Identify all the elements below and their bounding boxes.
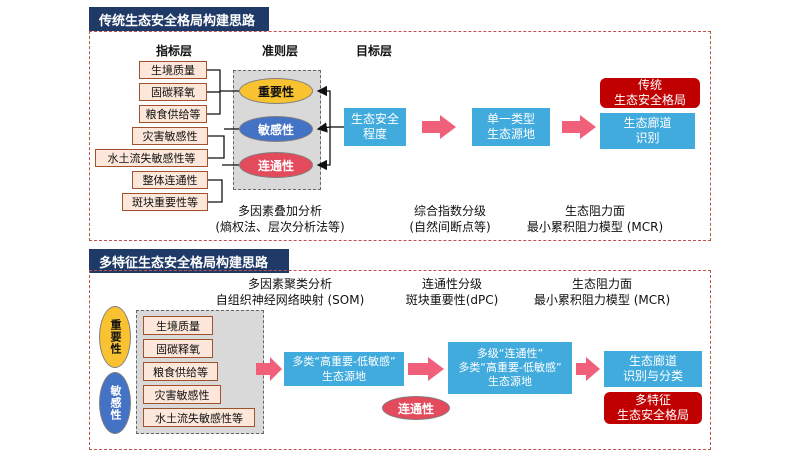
- caption-resistance-surface-2: 生态阻力面 最小累积阻力模型 (MCR): [533, 277, 671, 307]
- flow-arrows-2: [256, 357, 600, 381]
- header-indicator-layer: 指标层: [155, 44, 192, 58]
- importance-oval: 重要性: [99, 306, 131, 368]
- indicator-food-supply: 粮食供给等: [139, 105, 207, 123]
- indicator-habitat-quality: 生境质量: [139, 61, 207, 79]
- header-criterion-layer: 准则层: [261, 44, 298, 58]
- single-type-source-box: 单一类型 生态源地: [472, 108, 550, 146]
- indicator-carbon-fixation: 固碳释氧: [139, 83, 207, 101]
- indicator-hazard-sensitivity: 灾害敏感性: [132, 127, 208, 145]
- indicator-patch-importance: 斑块重要性等: [122, 193, 208, 211]
- traditional-pattern-box: 传统 生态安全格局: [600, 78, 700, 108]
- indicator-criterion-lines: [207, 69, 239, 203]
- indicator-habitat-quality-2: 生境质量: [143, 316, 213, 335]
- indicator-soil-erosion-sensitivity-2: 水土流失敏感性等: [143, 408, 255, 427]
- indicator-carbon-fixation-2: 固碳释氧: [143, 339, 213, 358]
- section1-frame: [89, 31, 711, 241]
- section2-title: 多特征生态安全格局构建思路: [89, 249, 289, 273]
- multi-feature-pattern-box: 多特征 生态安全格局: [604, 392, 702, 424]
- caption-som-clustering: 多因素聚类分析 自组织神经网络映射 (SOM): [215, 277, 365, 307]
- indicator-soil-erosion-sensitivity: 水土流失敏感性等: [95, 149, 208, 167]
- section1-title: 传统生态安全格局构建思路: [89, 7, 269, 31]
- criterion-connectivity-oval: 连通性: [239, 152, 313, 178]
- criterion-sensitivity-oval: 敏感性: [239, 116, 313, 142]
- sensitivity-oval: 敏感性: [99, 372, 131, 434]
- corridor-classification-box: 生态廊道 识别与分类: [604, 351, 702, 387]
- section2-frame: [89, 270, 711, 450]
- eco-security-level-box: 生态安全 程度: [344, 108, 406, 146]
- caption-resistance-surface: 生态阻力面 最小累积阻力模型 (MCR): [526, 204, 664, 234]
- caption-connectivity-grading: 连通性分级 斑块重要性(dPC): [405, 277, 499, 307]
- criterion-importance-oval: 重要性: [239, 78, 313, 104]
- indicator-food-supply-2: 粮食供给等: [143, 362, 218, 381]
- caption-index-classification: 综合指数分级 (自然间断点等): [409, 204, 491, 234]
- indicator-overall-connectivity: 整体连通性: [132, 171, 208, 189]
- multi-type-source-box: 多类“高重要-低敏感” 生态源地: [284, 352, 404, 386]
- caption-multi-factor-overlay: 多因素叠加分析 (熵权法、层次分析法等): [215, 204, 345, 234]
- connectivity-oval: 连通性: [382, 396, 450, 420]
- indicator-hazard-sensitivity-2: 灾害敏感性: [143, 385, 221, 404]
- flow-arrows: [422, 115, 596, 139]
- multi-level-source-box: 多级“连通性” 多类“高重要-低敏感” 生态源地: [448, 342, 572, 394]
- header-goal-layer: 目标层: [355, 44, 392, 58]
- corridor-identification-box: 生态廊道 识别: [600, 113, 695, 149]
- criterion-to-level-arrows: [316, 85, 344, 171]
